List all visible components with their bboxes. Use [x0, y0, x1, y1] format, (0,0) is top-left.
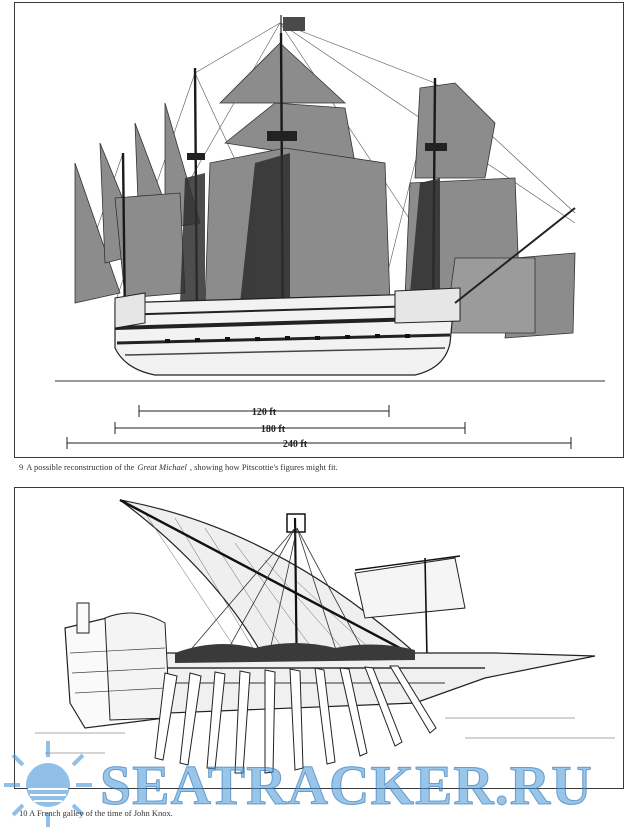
- figure-9-caption-tail: , showing how Pitscottie's figures might…: [189, 462, 338, 472]
- figure-9-ship-name: Great Michael: [137, 462, 187, 472]
- figure-10-caption: 10 A French galley of the time of John K…: [19, 808, 173, 818]
- seatracker-sun-logo: [4, 741, 92, 827]
- dimension-label-120: 120 ft: [252, 407, 277, 418]
- figure-9-frame: 120 ft 180 ft 240 ft: [14, 2, 624, 458]
- figure-9-caption-text: A possible reconstruction of the: [26, 462, 135, 472]
- figure-10-frame: [14, 487, 624, 789]
- great-michael-drawing: 120 ft 180 ft 240 ft: [55, 15, 605, 450]
- figure-9-number: 9: [19, 462, 24, 472]
- dimension-label-180: 180 ft: [261, 424, 286, 435]
- dimension-label-240: 240 ft: [283, 439, 308, 450]
- french-galley-drawing: [35, 498, 615, 774]
- watermark-text: SEATRACKER.RU: [100, 755, 593, 818]
